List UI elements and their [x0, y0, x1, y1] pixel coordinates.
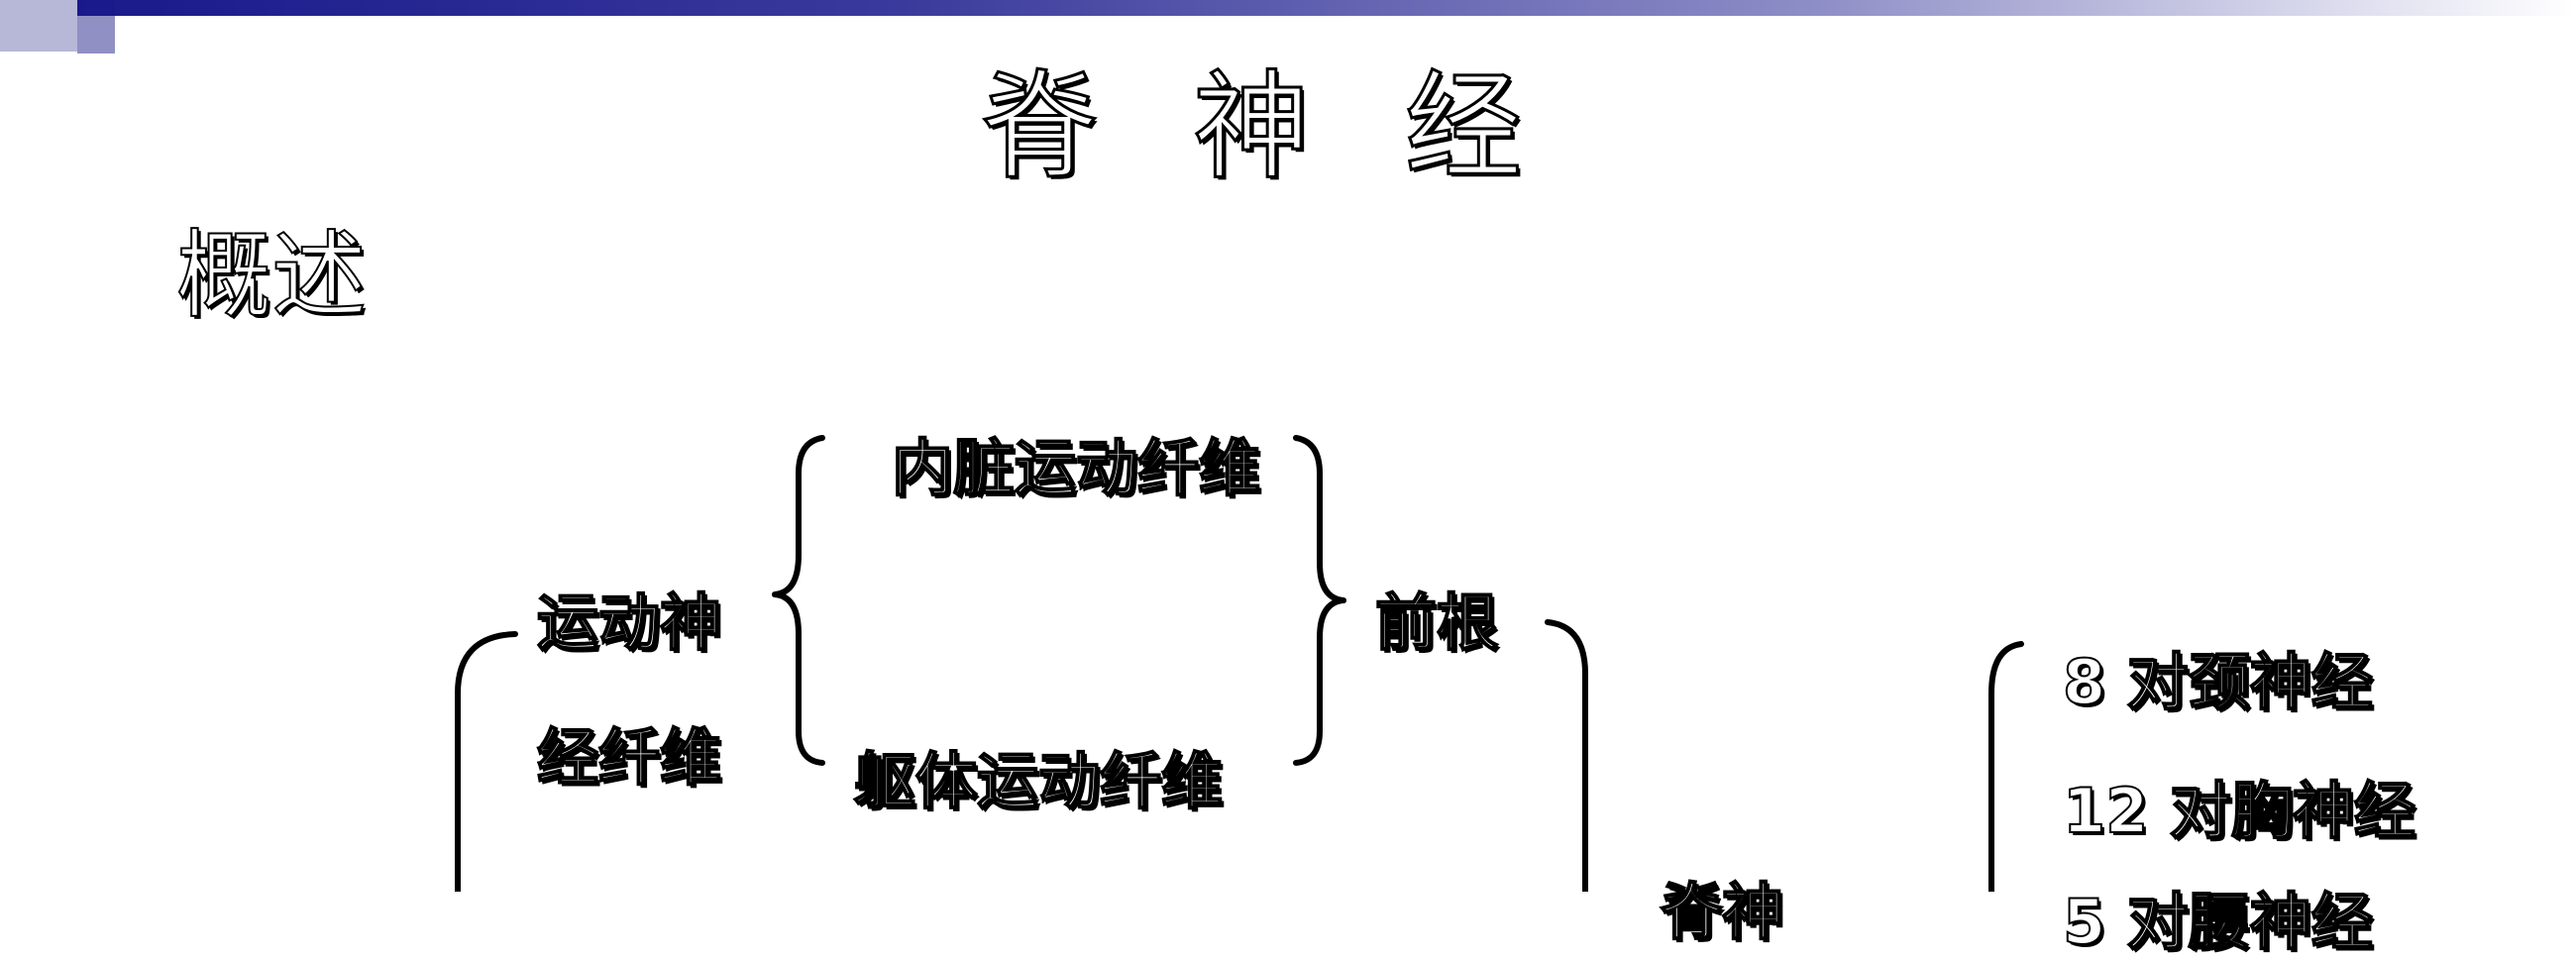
diagram-brackets	[455, 435, 2024, 892]
label-anterior-root: 前根	[1374, 586, 1499, 660]
label-thoracic-nerves: 12 对胸神经	[2062, 774, 2416, 848]
slide-title: 脊神经	[979, 57, 1618, 197]
decorative-square	[77, 16, 115, 53]
brace-left-large	[455, 631, 518, 892]
label-lumbar-nerves-partial: 5 对腰神经	[2062, 885, 2374, 959]
slide-subtitle: 概述	[175, 219, 368, 332]
label-motor-nerve-line2: 经纤维	[536, 720, 722, 795]
brace-nerve-pairs	[1988, 641, 2024, 892]
title-bar-gradient	[0, 0, 2576, 16]
label-visceral-motor-fibers: 内脏运动纤维	[891, 431, 1261, 505]
label-cervical-nerves: 8 对颈神经	[2062, 645, 2374, 719]
label-motor-nerve-line1: 运动神	[536, 586, 722, 660]
decorative-square	[115, 0, 153, 16]
label-somatic-motor-fibers: 躯体运动纤维	[853, 744, 1224, 818]
label-spinal-nerve-partial: 脊神	[1660, 875, 1784, 949]
decorative-square	[0, 0, 77, 52]
brace-spinal-nerve	[1545, 619, 1588, 892]
brace-anterior-root	[1293, 435, 1346, 766]
brace-motor-fibers	[772, 435, 825, 766]
